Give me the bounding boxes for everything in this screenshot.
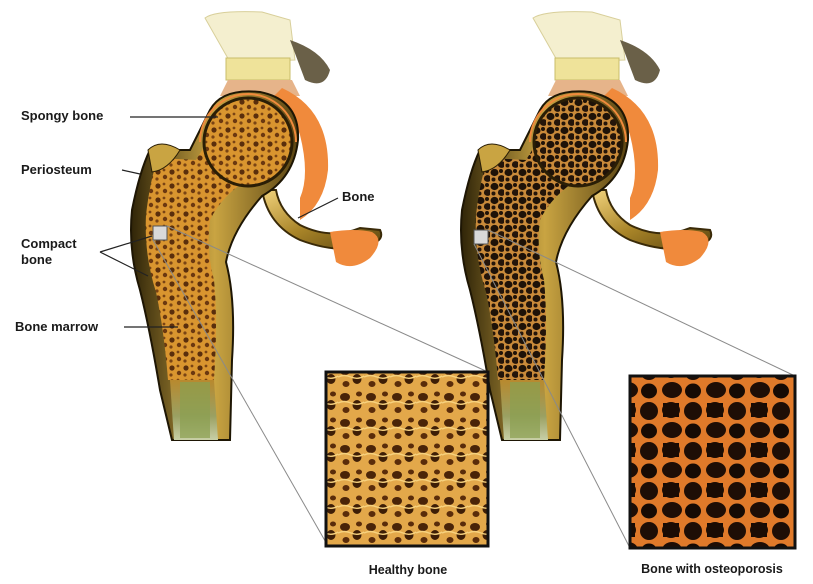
compact-bone-label: Compact bone bbox=[21, 236, 101, 268]
bone-label: Bone bbox=[342, 189, 375, 205]
healthy-bone-closeup bbox=[326, 372, 488, 546]
osteoporosis-caption: Bone with osteoporosis bbox=[612, 562, 812, 576]
healthy-bone-caption: Healthy bone bbox=[330, 563, 486, 577]
spongy-bone-label: Spongy bone bbox=[21, 108, 103, 124]
bone-marrow-label: Bone marrow bbox=[15, 319, 98, 335]
periosteum-label: Periosteum bbox=[21, 162, 92, 178]
osteoporosis-bone-closeup bbox=[630, 376, 795, 548]
